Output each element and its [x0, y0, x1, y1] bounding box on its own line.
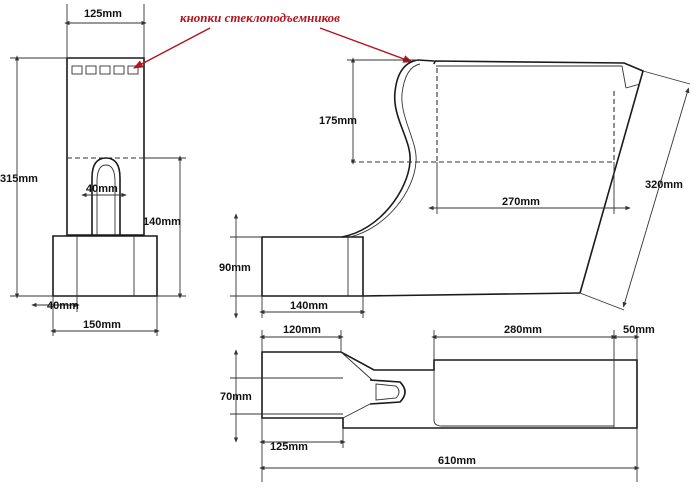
dim-front-top-width: 125mm: [84, 8, 122, 20]
dim-side-base-height: 90mm: [219, 262, 251, 274]
plan-dimensions: 120mm 280mm 50mm 70mm 125mm 610mm: [220, 324, 655, 482]
dim-front-base-side: 40mm: [47, 300, 79, 312]
dim-front-arch-width: 40mm: [86, 183, 118, 195]
front-dimensions: 125mm 315mm 40mm 140mm 40mm 150mm: [0, 4, 186, 336]
dim-plan-end-length: 50mm: [623, 324, 655, 336]
dim-plan-total-length: 610mm: [438, 455, 476, 467]
dim-plan-middle-length: 280mm: [504, 324, 542, 336]
side-dimensions: 175mm 270mm 320mm 90mm 140mm: [219, 57, 691, 319]
side-view: [261, 59, 644, 297]
dim-front-arch-height: 140mm: [143, 216, 181, 228]
dim-side-slant: 320mm: [645, 179, 683, 191]
plan-view: [261, 351, 638, 429]
annotation: кнопки стеклоподъемников: [133, 10, 413, 69]
annotation-label: кнопки стеклоподъемников: [180, 10, 340, 25]
dim-front-base-width: 150mm: [83, 319, 121, 331]
dim-side-upper-length: 270mm: [502, 196, 540, 208]
dim-front-height: 315mm: [0, 173, 38, 185]
dim-plan-front-width: 125mm: [270, 441, 308, 453]
dim-plan-front-length: 120mm: [283, 324, 321, 336]
front-view: [52, 57, 158, 297]
window-buttons: [71, 65, 139, 75]
dim-plan-width: 70mm: [220, 391, 252, 403]
dim-side-base-length: 140mm: [290, 300, 328, 312]
dim-side-upper-height: 175mm: [319, 115, 357, 127]
